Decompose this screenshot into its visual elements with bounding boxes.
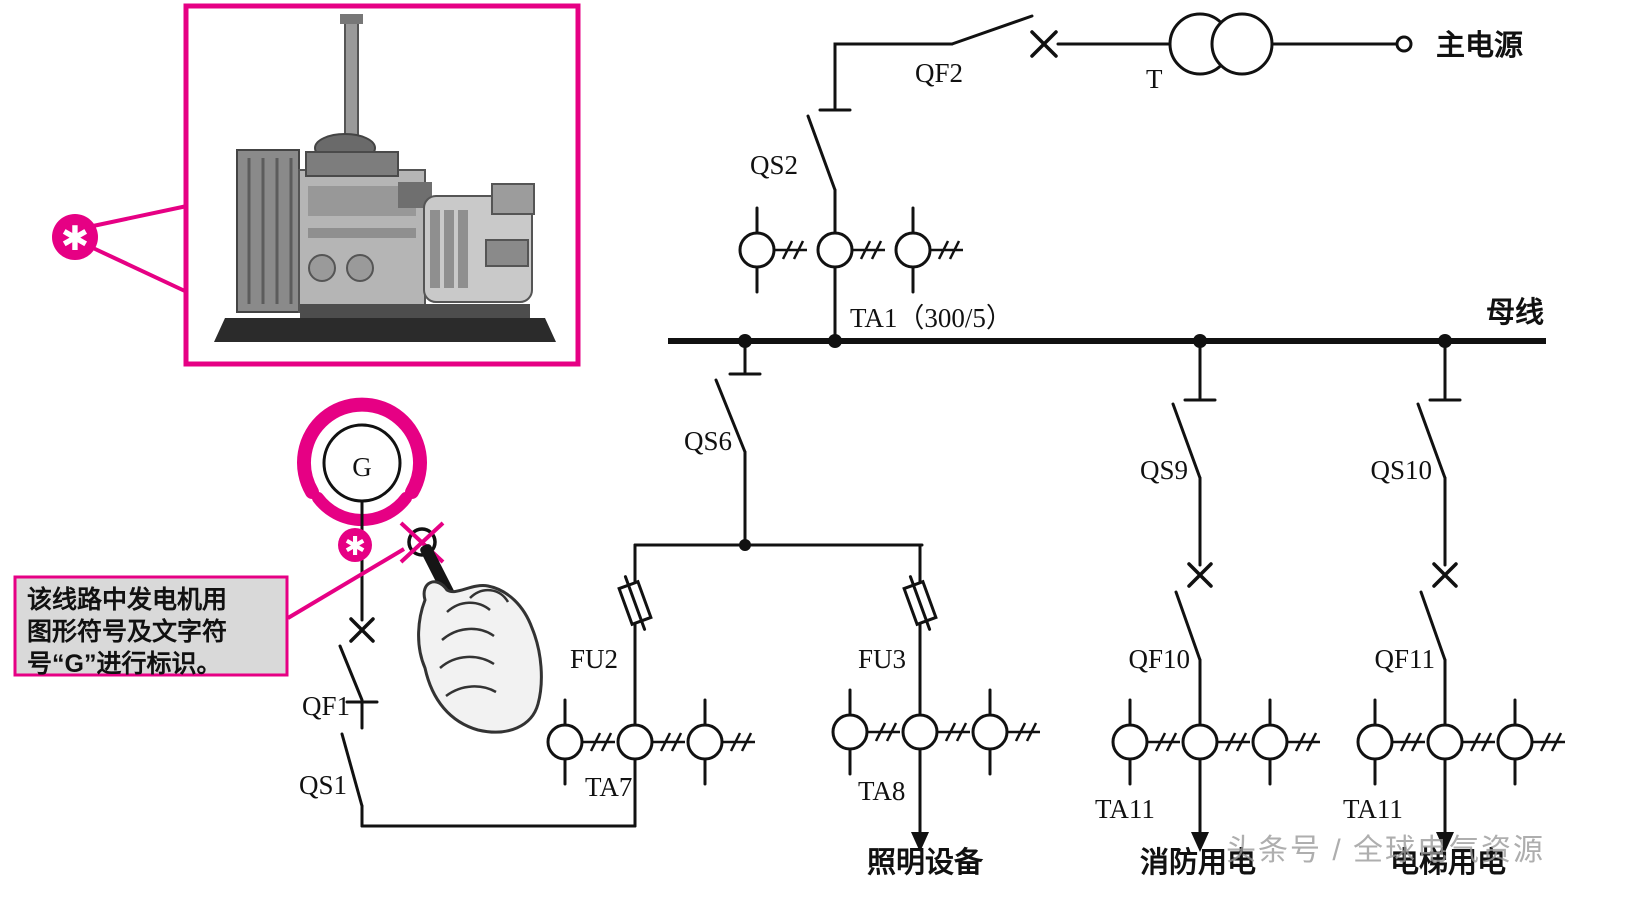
ta11-elevator-ct-group (1356, 698, 1567, 786)
lighting-label: 照明设备 (867, 846, 984, 879)
note-text-line-3: 号“G”进行标识。 (27, 650, 221, 678)
balloon-pointer-lines (92, 204, 188, 294)
transformer-symbol (1168, 12, 1399, 76)
note-box: 该线路中发电机用 图形符号及文字符 号“G”进行标识。 (13, 575, 289, 678)
asterisk-glyph: ✱ (61, 219, 90, 259)
qs9-switch-symbol (1171, 339, 1217, 567)
qs1-switch-symbol (340, 732, 364, 828)
qs6-switch-symbol (714, 339, 762, 547)
qs1-label: QS1 (299, 770, 347, 800)
hand-with-pen-illustration (417, 544, 543, 734)
ta11-fire-label: TA11 (1095, 794, 1155, 824)
ta7-ct-group (546, 698, 757, 786)
qf10-breaker-symbol (1174, 562, 1213, 838)
transformer-label: T (1146, 64, 1163, 94)
drawn-circle-mark (399, 521, 445, 564)
qs2-label: QS2 (750, 150, 798, 180)
ta1-label: TA1（300/5） (850, 303, 1013, 333)
busbar-label: 母线 (1486, 296, 1544, 329)
main-power-label: 主电源 (1436, 29, 1523, 62)
ta8-label: TA8 (858, 776, 905, 806)
fire-arrow (1191, 832, 1209, 852)
ta1-ct-group (738, 206, 965, 294)
qf1-label: QF1 (302, 691, 350, 721)
note-text-line-1: 该线路中发电机用 (27, 585, 227, 614)
watermark-text: 头条号 / 全球电气资源 (1226, 834, 1545, 867)
busbar-junction-dot (828, 334, 842, 348)
fu3-fuse-symbol (899, 571, 941, 635)
ta7-label: TA7 (585, 772, 632, 802)
ta11-elevator-label: TA11 (1343, 794, 1403, 824)
elevator-arrow (1436, 832, 1454, 852)
fu2-fuse-symbol (614, 571, 656, 635)
qf11-label: QF11 (1374, 644, 1435, 674)
asterisk-glyph: ✱ (344, 532, 366, 562)
generator-letter: G (352, 452, 372, 482)
qf2-breaker-symbol (833, 14, 1172, 110)
ta11-fire-ct-group (1111, 698, 1322, 786)
fire-label: 消防用电 (1140, 846, 1256, 879)
hand-finger-lines (439, 589, 510, 698)
fu2-label: FU2 (570, 644, 618, 674)
qf1-breaker-symbol (338, 617, 379, 730)
generator-symbol: G (322, 423, 402, 503)
generator-photo (214, 14, 556, 342)
qs6-label: QS6 (684, 426, 732, 456)
fu3-label: FU3 (858, 644, 906, 674)
asterisk-balloon: ✱ (52, 214, 98, 260)
qf2-label: QF2 (915, 58, 963, 88)
qs10-label: QS10 (1370, 455, 1432, 485)
qs10-switch-symbol (1416, 339, 1462, 567)
photo-callout-box (183, 3, 581, 367)
qf10-label: QF10 (1128, 644, 1190, 674)
generator-asterisk-badge: ✱ (338, 528, 372, 562)
note-text-line-2: 图形符号及文字符 (27, 617, 227, 646)
qs2-switch-symbol (806, 108, 852, 343)
note-pointer-line (286, 547, 406, 620)
elevator-label: 电梯用电 (1390, 846, 1506, 879)
main-power-terminal (1395, 35, 1413, 53)
ta8-ct-group (831, 688, 1042, 776)
qf11-breaker-symbol (1419, 562, 1458, 838)
qs9-label: QS9 (1140, 455, 1188, 485)
lighting-arrow (911, 832, 929, 852)
